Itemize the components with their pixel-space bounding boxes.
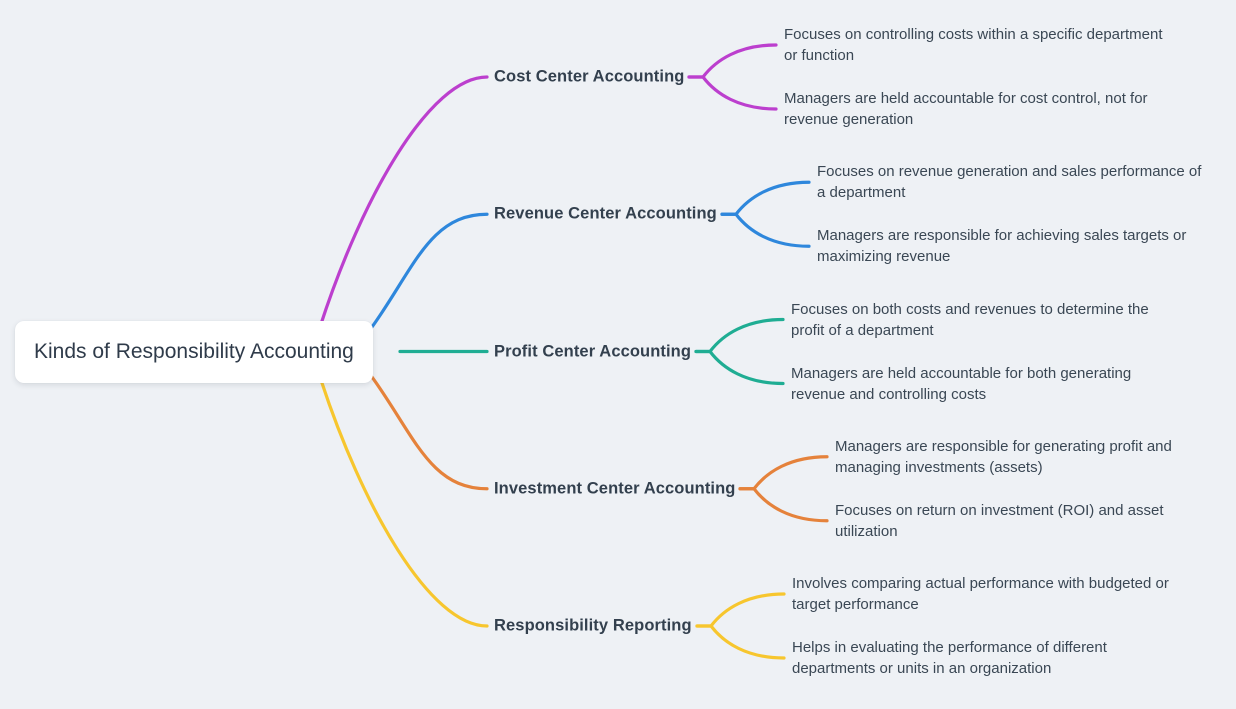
topic-revenue-center-accounting[interactable]: Revenue Center Accounting [494,204,717,223]
connector-leaf-investment-center-accounting-2 [738,487,829,523]
connector-leaf-profit-center-accounting-2 [694,349,785,386]
topic-cost-center-accounting[interactable]: Cost Center Accounting [494,67,685,86]
connector-leaf-responsibility-reporting-1 [695,592,786,628]
connector-leaf-responsibility-reporting-2 [695,624,786,660]
leaf-text[interactable]: Focuses on controlling costs within a sp… [784,26,1163,64]
leaf-text[interactable]: Managers are responsible for generating … [835,437,1172,476]
leaf-text[interactable]: Managers are held accountable for both g… [791,364,1132,403]
connector-leaf-profit-center-accounting-1 [694,317,785,354]
leaf-text[interactable]: Focuses on return on investment (ROI) an… [835,501,1164,540]
leaf-text[interactable]: Focuses on both costs and revenues to de… [791,300,1149,339]
leaf-text[interactable]: Managers are held accountable for cost c… [784,90,1148,128]
connector-leaf-cost-center-accounting-1 [687,43,778,79]
connector-leaf-cost-center-accounting-2 [687,75,778,111]
leaf-text[interactable]: Focuses on revenue generation and sales … [817,163,1202,202]
connector-leaf-revenue-center-accounting-2 [720,212,811,248]
root-node[interactable]: Kinds of Responsibility Accounting [15,321,373,383]
connector-leaf-investment-center-accounting-1 [738,455,829,491]
connector-leaf-revenue-center-accounting-1 [720,180,811,216]
topic-investment-center-accounting[interactable]: Investment Center Accounting [494,479,736,498]
connector-root-investment-center-accounting [370,375,489,491]
root-label: Kinds of Responsibility Accounting [34,340,354,363]
leaf-text[interactable]: Involves comparing actual performance wi… [792,575,1169,613]
connector-root-responsibility-reporting [318,375,489,628]
connector-root-revenue-center-accounting [370,212,489,329]
leaf-text[interactable]: Helps in evaluating the performance of d… [792,639,1107,677]
connector-root-cost-center-accounting [318,75,489,329]
topic-responsibility-reporting[interactable]: Responsibility Reporting [494,616,692,635]
leaf-text[interactable]: Managers are responsible for achieving s… [817,227,1187,266]
topic-profit-center-accounting[interactable]: Profit Center Accounting [494,342,692,360]
